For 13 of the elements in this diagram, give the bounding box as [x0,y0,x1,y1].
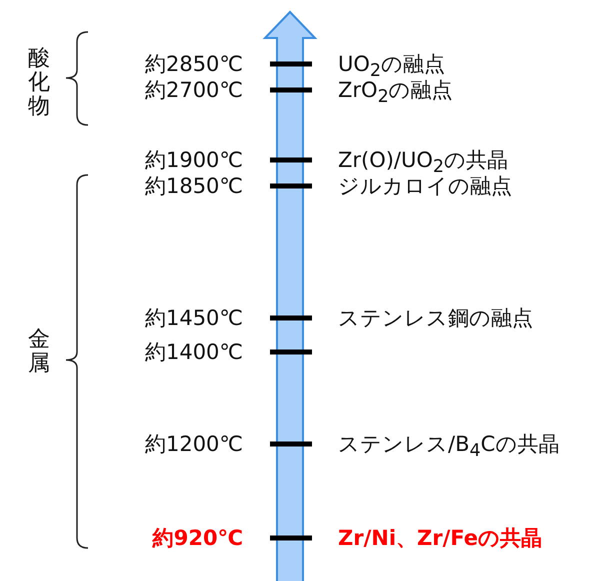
temperature-label: 約1400℃ [144,339,243,365]
temperature-label: 約1850℃ [144,173,243,199]
temperature-label: 約1450℃ [144,305,243,331]
temperature-label: 約1900℃ [144,147,243,173]
group-label: 酸化物 [28,47,50,120]
temperature-label: 約2700℃ [144,77,243,103]
description-label: ステンレス鋼の融点 [338,305,533,331]
temperature-label: 約2850℃ [144,51,243,77]
description-label: ステンレス/B$_{4}$Cの共晶 [338,431,560,464]
temperature-label: 約1200℃ [144,431,243,457]
description-label: Zr/Ni、Zr/Feの共晶 [338,525,542,551]
group-label: 金属 [28,328,50,376]
temperature-label: 約920℃ [152,525,243,551]
